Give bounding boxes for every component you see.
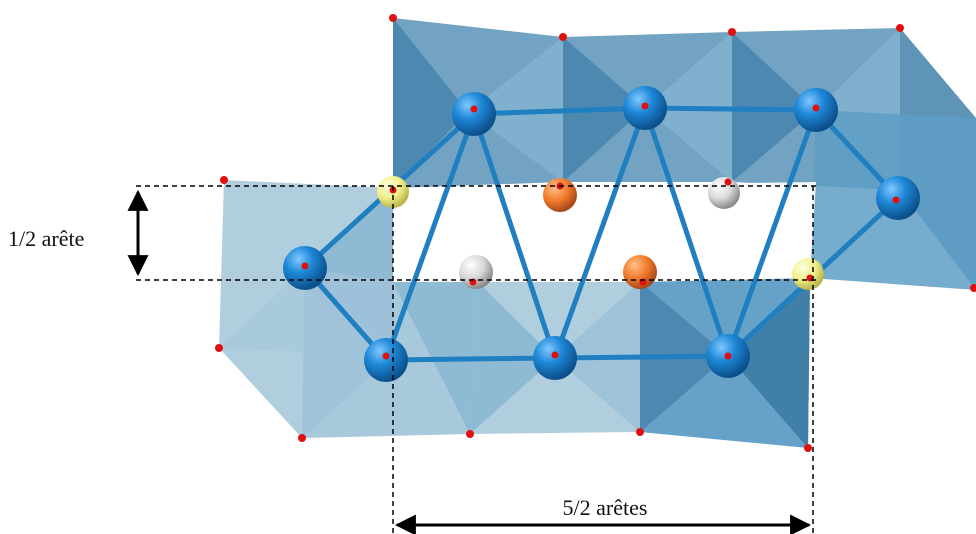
white-atom-lower	[459, 255, 493, 289]
oxygen-atom	[215, 344, 223, 352]
oxygen-atom	[724, 352, 732, 360]
bond-top-1	[471, 105, 648, 117]
oxygen-atom	[298, 434, 306, 442]
oxygen-atom	[728, 28, 736, 36]
bond-top-2	[642, 105, 819, 113]
oxygen-atom	[812, 104, 820, 112]
metal-atom-bottom-1	[364, 338, 408, 382]
bond-bottom-2	[552, 353, 731, 361]
oxygen-atom	[382, 352, 390, 360]
bond-zig-2	[471, 111, 558, 361]
octahedron-upper-1-face-b	[468, 37, 563, 182]
yellow-atom-right	[792, 258, 824, 290]
oxygen-atom	[804, 444, 812, 452]
bond-zig-1	[383, 111, 477, 363]
oxygen-atom	[641, 102, 649, 110]
octahedron-upper-3-face	[732, 32, 816, 182]
oxygen-atom	[636, 428, 644, 436]
bond-zig-3	[552, 105, 648, 361]
oxygen-atoms	[215, 14, 976, 452]
oxygen-atom	[220, 176, 228, 184]
dimension-arrows	[127, 189, 812, 534]
octahedron-upper-1-face	[393, 18, 468, 188]
dashed-guides	[136, 185, 816, 534]
oxygen-atom	[301, 262, 309, 270]
oxygen-atom	[466, 430, 474, 438]
oxygen-atom	[892, 196, 900, 204]
octahedron-lower-3-face-b	[728, 278, 810, 448]
half-edge-label: 1/2 arête	[8, 226, 84, 251]
tunnel-cavity	[393, 182, 816, 282]
five-half-edges-label: 5/2 arêtes	[563, 495, 648, 520]
bond-zig-4	[642, 105, 731, 359]
oxygen-atom	[724, 178, 732, 186]
oxygen-atom	[551, 351, 559, 359]
metal-atom-top-1	[452, 92, 496, 136]
oxygen-atom	[389, 14, 397, 22]
oxygen-atom	[559, 33, 567, 41]
oxygen-atom	[470, 105, 478, 113]
white-atom-upper	[708, 177, 740, 209]
tunnel-atoms	[377, 176, 824, 290]
upper-octahedra-layer	[393, 18, 976, 290]
oxygen-atom	[896, 24, 904, 32]
orange-atom-lower	[623, 255, 657, 289]
bond-bottom-1	[383, 355, 558, 363]
oxygen-atom	[970, 284, 976, 292]
bond-zig-5	[725, 107, 819, 359]
